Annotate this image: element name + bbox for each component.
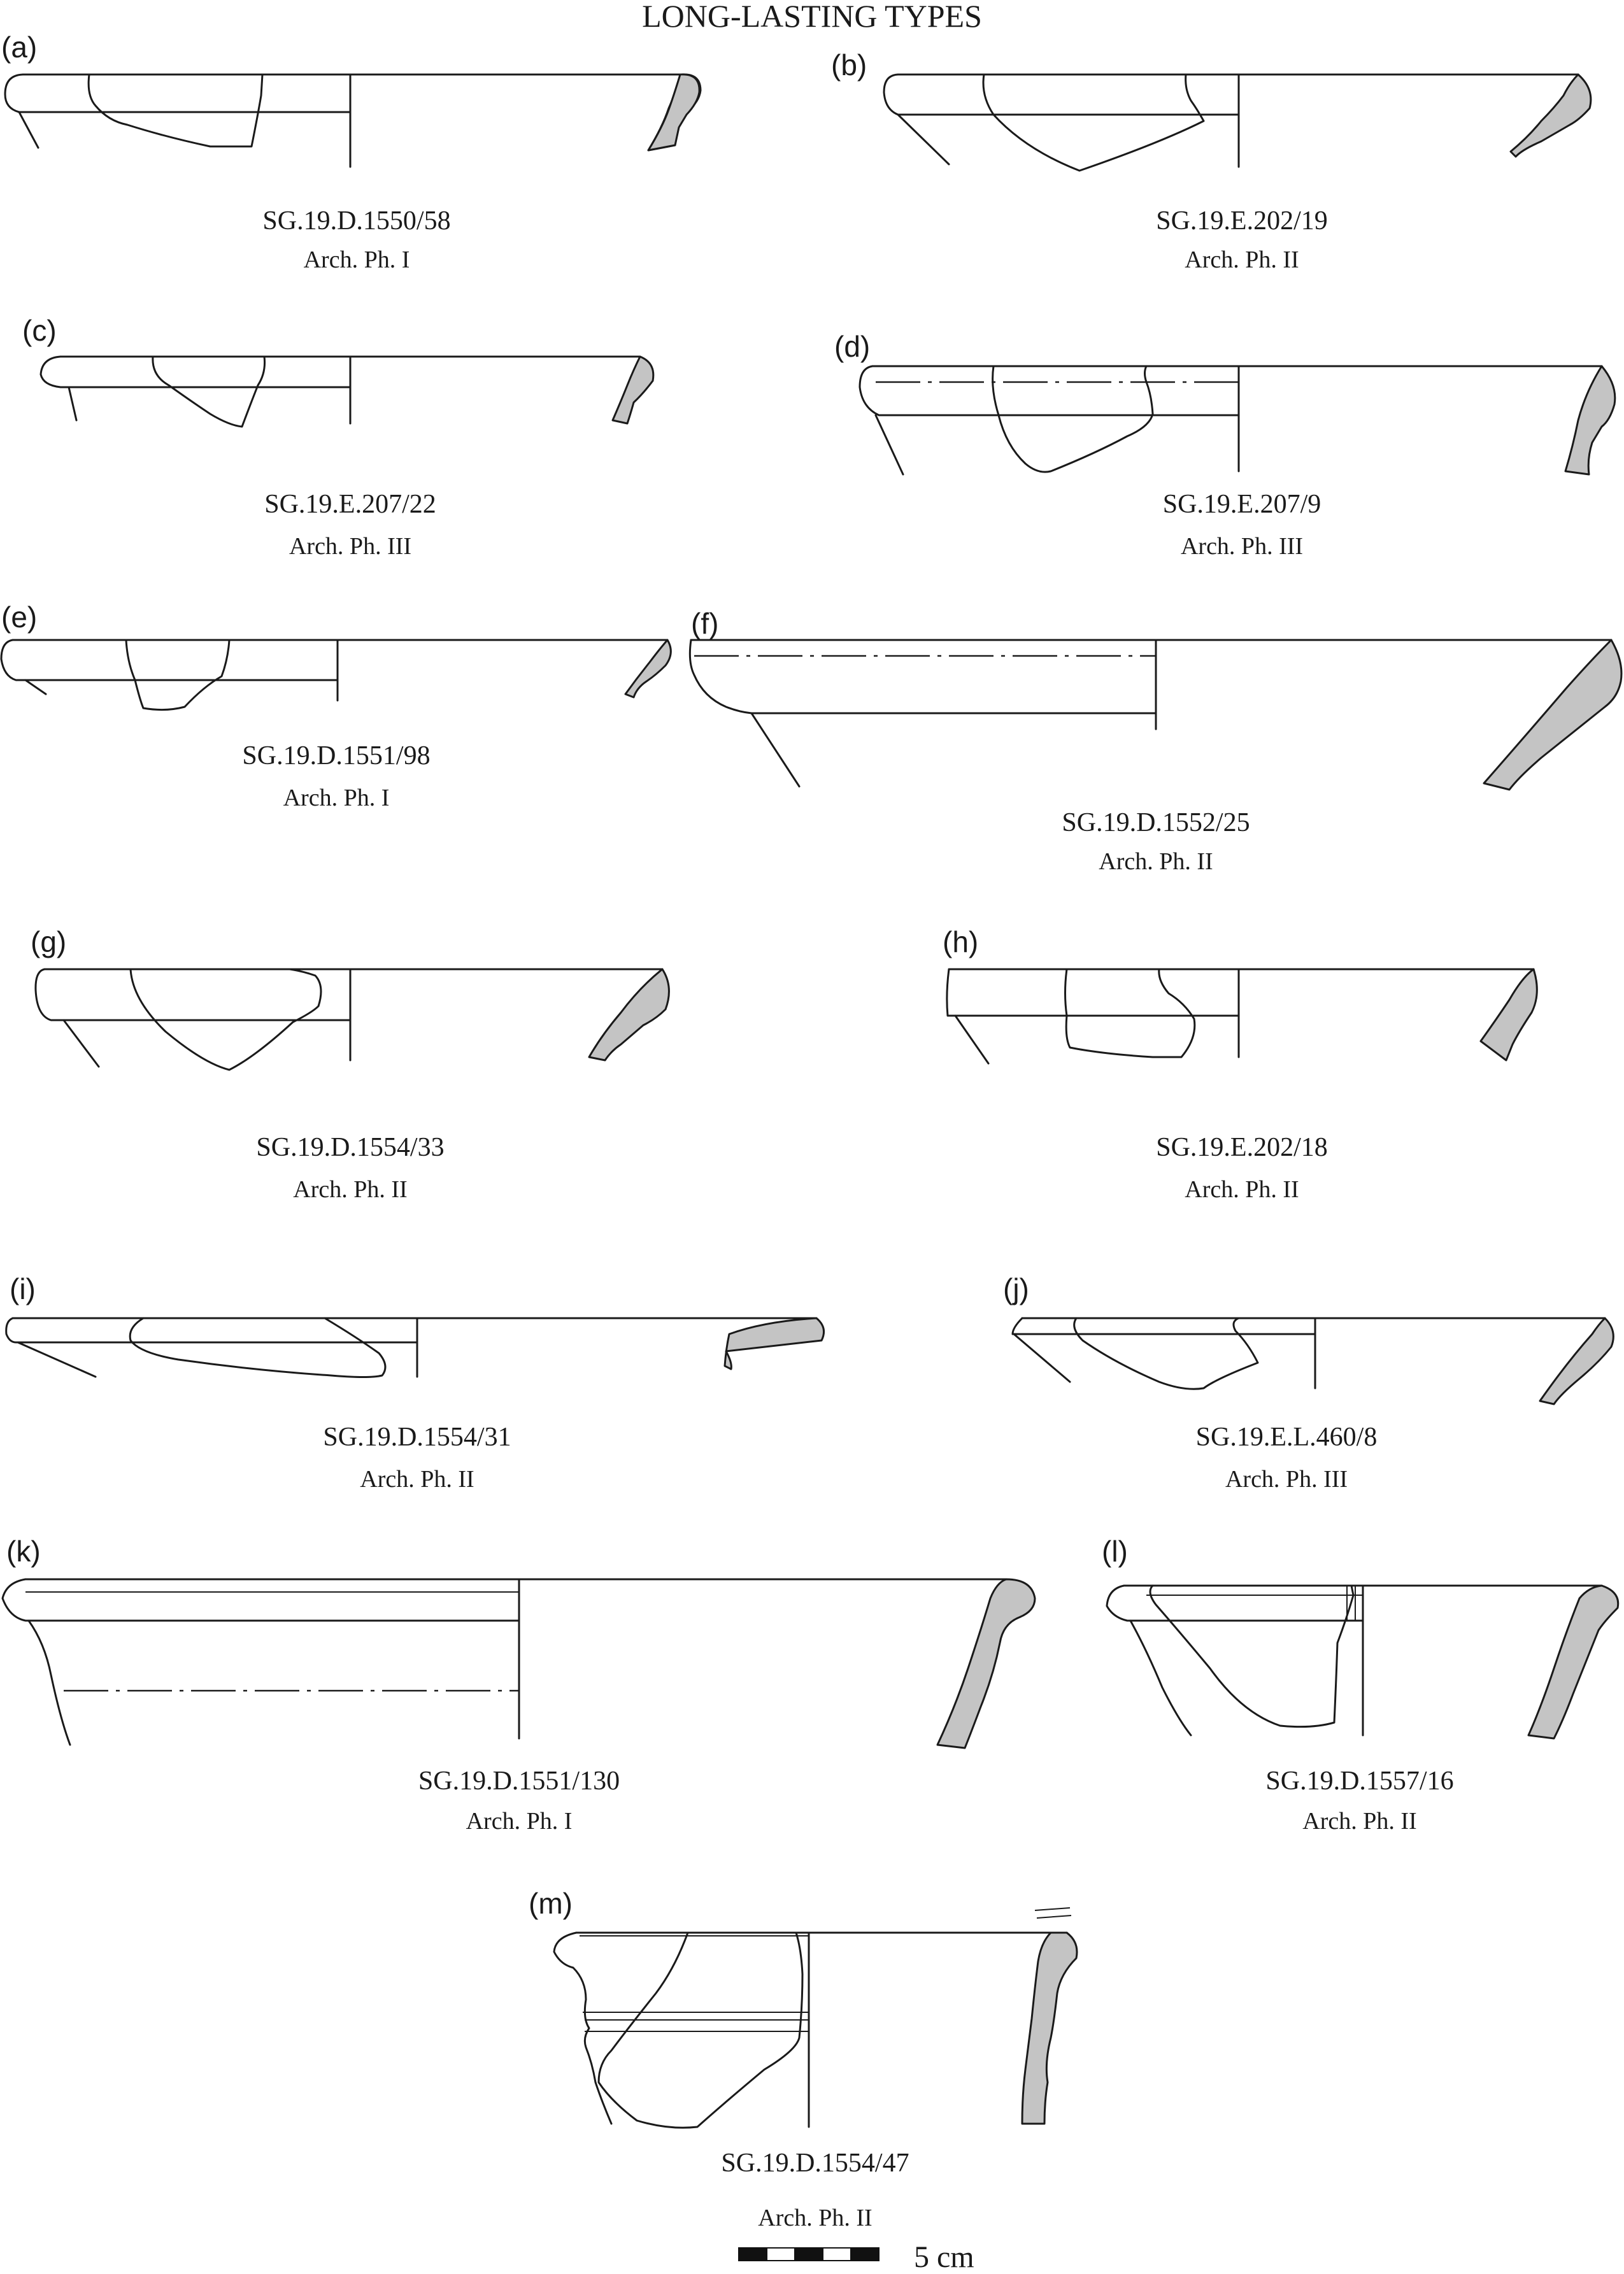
scale-bar-segment — [822, 2247, 851, 2261]
scale-bar-segment — [766, 2247, 795, 2261]
archaeological-phase: Arch. Ph. I — [283, 785, 390, 811]
vessel-letter: (i) — [10, 1272, 36, 1305]
vessel-letter: (a) — [1, 31, 37, 64]
vessel-letter: (f) — [691, 607, 718, 640]
archaeological-phase: Arch. Ph. II — [1302, 1808, 1416, 1835]
scale-bar-segment — [739, 2248, 767, 2261]
vessel-letter: (e) — [1, 600, 37, 634]
vessel-letter: (m) — [529, 1887, 573, 1920]
vessel-k: (k) SG.19.D.1551/130 Arch. Ph. I — [1, 1535, 1036, 1835]
archaeological-phase: Arch. Ph. II — [293, 1176, 407, 1203]
vessel-letter: (c) — [22, 314, 57, 347]
archaeological-phase: Arch. Ph. II — [1099, 848, 1213, 875]
vessel-letter: (g) — [31, 925, 66, 958]
archaeological-phase: Arch. Ph. I — [304, 246, 410, 273]
plate-title: LONG-LASTING TYPES — [642, 0, 982, 34]
vessel-j: (j) SG.19.E.L.460/8 Arch. Ph. III — [1003, 1272, 1614, 1493]
vessel-l: (l) SG.19.D.1557/16 Arch. Ph. II — [1102, 1535, 1620, 1835]
archaeological-phase: Arch. Ph. III — [1181, 533, 1303, 560]
scale-bar-segment — [795, 2248, 823, 2261]
vessel-letter: (l) — [1102, 1535, 1128, 1568]
catalogue-code: SG.19.D.1554/47 — [721, 2149, 909, 2178]
vessel-c: (c) SG.19.E.207/22 Arch. Ph. III — [22, 314, 655, 560]
vessel-m: (m) SG.19.D.1554/47 Arch. Ph. II — [529, 1887, 1078, 2231]
catalogue-code: SG.19.D.1551/130 — [418, 1766, 620, 1796]
scale-bar-segment — [851, 2248, 879, 2261]
catalogue-code: SG.19.E.207/9 — [1163, 490, 1321, 519]
archaeological-phase: Arch. Ph. II — [360, 1466, 474, 1493]
vessel-a: (a) SG.19.D.1550/58 Arch. Ph. I — [1, 31, 702, 273]
archaeological-phase: Arch. Ph. I — [466, 1808, 573, 1835]
catalogue-code: SG.19.D.1554/31 — [323, 1423, 511, 1452]
catalogue-code: SG.19.D.1551/98 — [242, 741, 430, 771]
catalogue-code: SG.19.E.207/22 — [264, 490, 436, 519]
catalogue-code: SG.19.E.202/18 — [1156, 1133, 1328, 1162]
vessel-d: (d) SG.19.E.207/9 Arch. Ph. III — [834, 330, 1616, 560]
vessel-letter: (h) — [943, 925, 978, 958]
archaeological-phase: Arch. Ph. III — [1225, 1466, 1348, 1493]
catalogue-code: SG.19.D.1550/58 — [262, 206, 450, 236]
scale-bar-outline — [738, 2247, 880, 2261]
vessel-g: (g) SG.19.D.1554/33 Arch. Ph. II — [31, 925, 670, 1203]
vessel-i: (i) SG.19.D.1554/31 Arch. Ph. II — [5, 1272, 825, 1493]
catalogue-code: SG.19.D.1557/16 — [1265, 1766, 1453, 1796]
archaeological-phase: Arch. Ph. II — [1185, 246, 1299, 273]
vessel-letter: (k) — [6, 1535, 41, 1568]
catalogue-code: SG.19.D.1552/25 — [1062, 808, 1250, 837]
catalogue-code: SG.19.E.202/19 — [1156, 206, 1328, 236]
vessel-b: (b) SG.19.E.202/19 Arch. Ph. II — [831, 48, 1592, 273]
vessel-f: (f) SG.19.D.1552/25 Arch. Ph. II — [688, 607, 1623, 875]
scale-bar: 5 cm — [738, 2240, 974, 2274]
vessel-letter: (b) — [831, 48, 867, 82]
scale-bar-label: 5 cm — [914, 2240, 974, 2274]
vessel-h: (h) SG.19.E.202/18 Arch. Ph. II — [943, 925, 1538, 1203]
archaeological-phase: Arch. Ph. II — [758, 2205, 872, 2231]
vessel-letter: (j) — [1003, 1272, 1029, 1305]
catalogue-code: SG.19.D.1554/33 — [256, 1133, 444, 1162]
catalogue-code: SG.19.E.L.460/8 — [1196, 1423, 1378, 1452]
archaeological-phase: Arch. Ph. III — [289, 533, 411, 560]
vessel-e: (e) SG.19.D.1551/98 Arch. Ph. I — [0, 600, 672, 811]
vessel-letter: (d) — [834, 330, 870, 363]
archaeological-phase: Arch. Ph. II — [1185, 1176, 1299, 1203]
